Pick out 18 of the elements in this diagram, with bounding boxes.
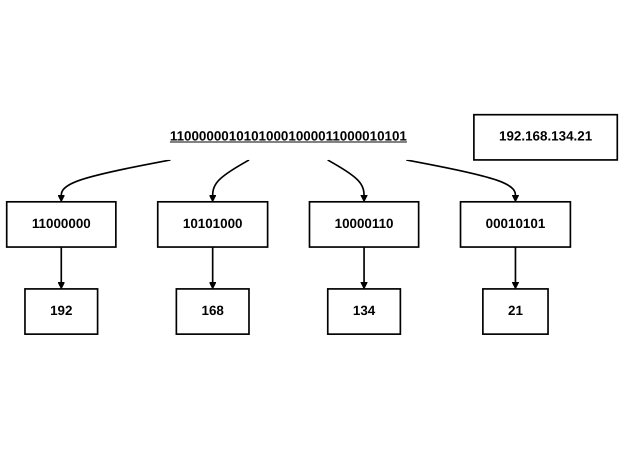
arrow (406, 159, 520, 202)
arrow (209, 247, 216, 290)
node-box: 21 (482, 288, 549, 336)
node-box: 10101000 (156, 201, 268, 248)
node-box: 192 (24, 288, 98, 336)
arrow (58, 159, 171, 202)
node-box: 11000000 (6, 201, 117, 248)
node-box: 134 (326, 288, 402, 336)
node-box: 168 (176, 288, 250, 336)
node-box: 00010101 (460, 201, 572, 248)
arrow (58, 247, 65, 290)
node-box: 10000110 (308, 201, 420, 248)
arrow (512, 247, 520, 290)
arrow (360, 247, 368, 290)
arrow (209, 159, 250, 202)
arrow (327, 159, 368, 202)
node-text: 11000000101010001000011000010101 (170, 130, 407, 144)
node-box: 192.168.134.21 (473, 114, 618, 161)
